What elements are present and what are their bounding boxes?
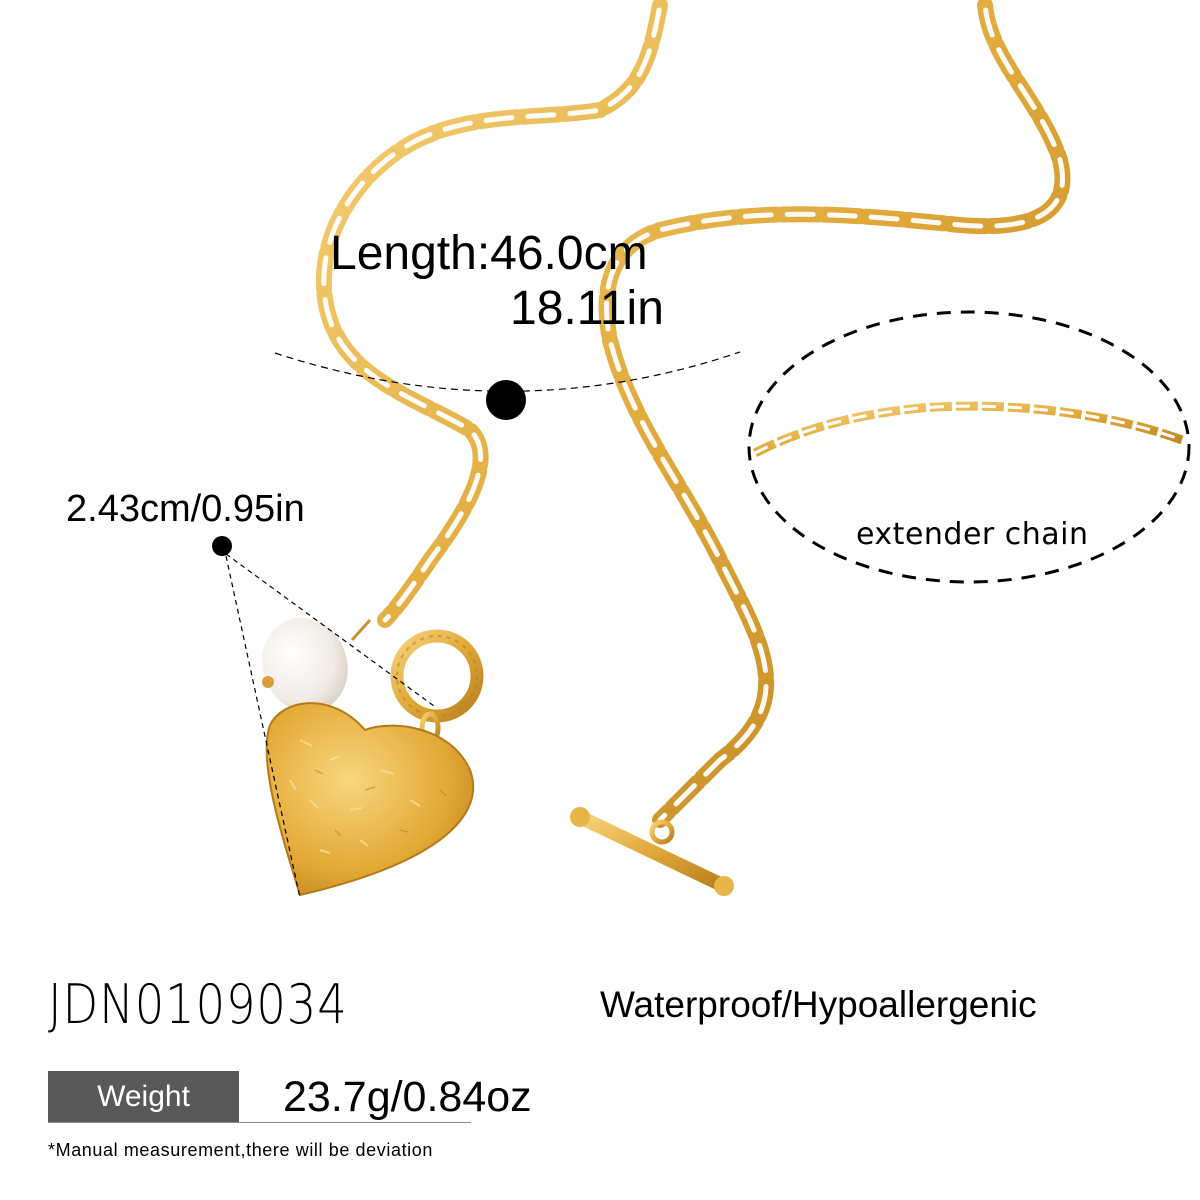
pendant-size-guide: [212, 536, 435, 899]
weight-badge: Weight: [48, 1071, 239, 1123]
main-chain: [315, 0, 1071, 828]
pendant-marker-dot: [212, 536, 232, 556]
heart-pendant: [265, 702, 475, 897]
weight-divider: [48, 1122, 471, 1123]
length-in-label: 18.11in: [510, 282, 664, 335]
length-measure-guide: [274, 351, 741, 420]
pendant-size-label: 2.43cm/0.95in: [66, 488, 305, 530]
toggle-bar-clasp: [570, 807, 734, 896]
measurement-disclaimer: *Manual measurement,there will be deviat…: [48, 1140, 433, 1160]
extender-chain-callout: [747, 310, 1191, 584]
pearl-drop: [262, 617, 372, 713]
weight-value: 23.7g/0.84oz: [283, 1073, 532, 1121]
weight-badge-label: Weight: [97, 1080, 190, 1113]
product-features: Waterproof/Hypoallergenic: [600, 984, 1037, 1025]
length-cm-label: Length:46.0cm: [330, 227, 648, 280]
extender-chain-label: extender chain: [856, 517, 1089, 552]
product-sku: JDN0109034: [48, 973, 348, 1036]
length-marker-dot: [486, 380, 526, 420]
